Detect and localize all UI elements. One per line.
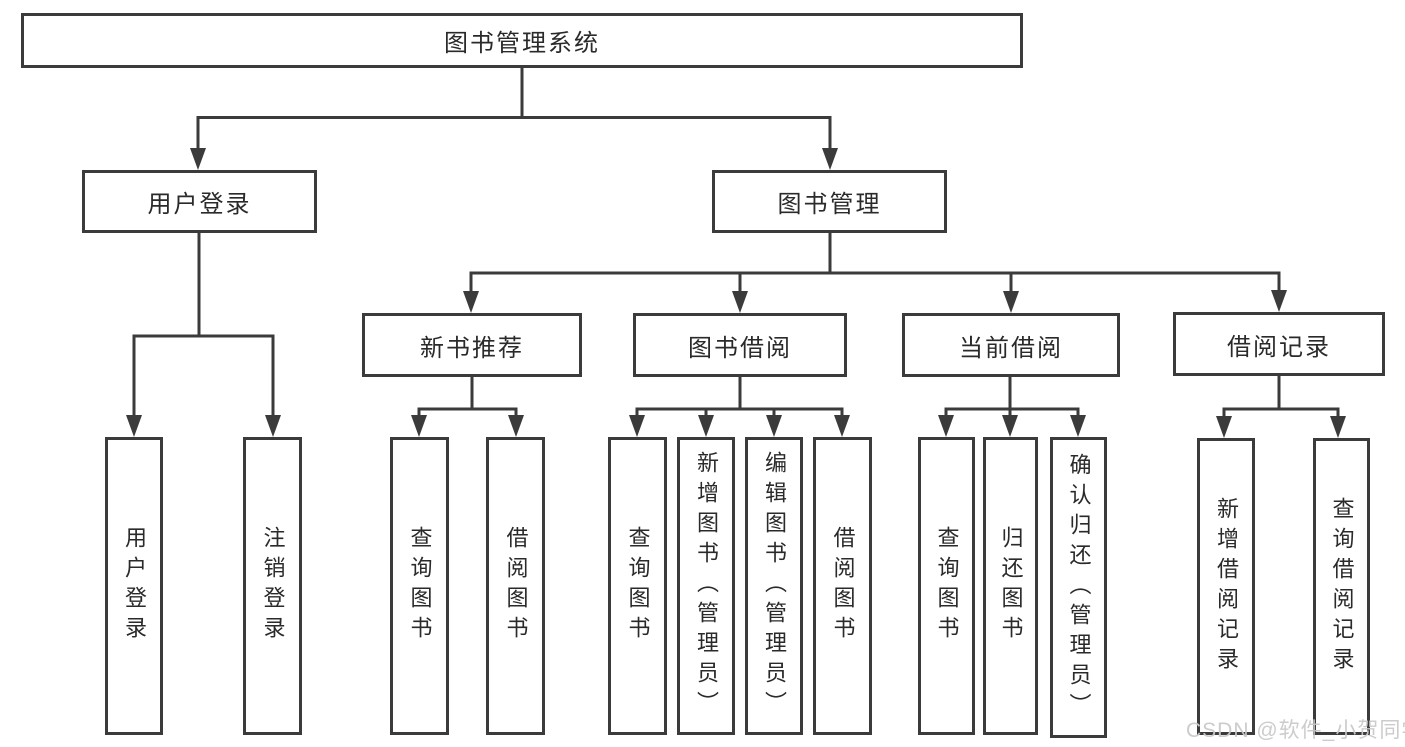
leaf-borrow-add-books-admin: 新增图书（管理员） [677, 437, 735, 735]
leaf-current-query-books-label: 查询图书 [934, 526, 960, 646]
node-book-management: 图书管理 [712, 170, 947, 233]
leaf-recommend-query-books: 查询图书 [390, 437, 449, 735]
leaf-recommend-query-books-label: 查询图书 [407, 526, 433, 646]
arrow-down-icon [1003, 291, 1019, 313]
csdn-watermark: CSDN @软件_小贺同学 [1186, 719, 1405, 742]
leaf-borrow-query-books: 查询图书 [608, 437, 667, 735]
leaf-user-login: 用户登录 [105, 437, 163, 735]
leaf-current-query-books: 查询图书 [918, 437, 975, 735]
leaf-records-add-record: 新增借阅记录 [1197, 438, 1255, 735]
arrow-down-icon [1002, 415, 1018, 437]
arrow-down-icon [1216, 416, 1232, 438]
arrow-down-icon [822, 148, 838, 170]
leaf-borrow-edit-books-admin-label: 编辑图书（管理员） [762, 451, 787, 721]
arrow-down-icon [834, 415, 850, 437]
arrow-down-icon [508, 415, 524, 437]
arrow-down-icon [126, 415, 142, 437]
node-borrow-records: 借阅记录 [1173, 312, 1385, 376]
leaf-borrow-query-books-label: 查询图书 [625, 526, 651, 646]
arrow-down-icon [629, 415, 645, 437]
leaf-recommend-borrow-books-label: 借阅图书 [503, 526, 529, 646]
arrow-down-icon [463, 291, 479, 313]
node-new-book-recommend: 新书推荐 [362, 313, 582, 377]
arrow-down-icon [732, 291, 748, 313]
node-borrow-records-label: 借阅记录 [1227, 333, 1331, 361]
arrow-down-icon [1330, 416, 1346, 438]
leaf-borrow-edit-books-admin: 编辑图书（管理员） [745, 437, 803, 735]
leaf-records-query-record: 查询借阅记录 [1313, 438, 1370, 735]
leaf-logout: 注销登录 [243, 437, 302, 735]
leaf-borrow-borrow-books-label: 借阅图书 [830, 526, 856, 646]
leaf-recommend-borrow-books: 借阅图书 [486, 437, 545, 735]
leaf-current-return-books-label: 归还图书 [998, 526, 1024, 646]
arrow-down-icon [1271, 290, 1287, 312]
node-current-borrow-label: 当前借阅 [959, 334, 1063, 362]
node-new-book-recommend-label: 新书推荐 [420, 334, 524, 362]
leaf-records-add-record-label: 新增借阅记录 [1214, 496, 1239, 677]
node-current-borrow: 当前借阅 [902, 313, 1120, 377]
node-book-management-label: 图书管理 [777, 191, 882, 218]
node-user-login: 用户登录 [82, 170, 317, 233]
arrow-down-icon [698, 415, 714, 437]
arrow-down-icon [1070, 415, 1086, 437]
arrow-down-icon [766, 415, 782, 437]
leaf-current-confirm-return-admin: 确认归还（管理员） [1050, 437, 1107, 738]
leaf-current-return-books: 归还图书 [983, 437, 1038, 735]
leaf-logout-label: 注销登录 [260, 526, 286, 646]
leaf-borrow-borrow-books: 借阅图书 [813, 437, 872, 735]
arrow-down-icon [938, 415, 954, 437]
leaf-current-confirm-return-admin-label: 确认归还（管理员） [1066, 452, 1092, 723]
node-book-borrow-label: 图书借阅 [688, 334, 792, 362]
node-root-label: 图书管理系统 [444, 30, 600, 57]
node-root: 图书管理系统 [21, 13, 1023, 68]
node-book-borrow: 图书借阅 [633, 313, 847, 377]
leaf-records-query-record-label: 查询借阅记录 [1329, 496, 1355, 677]
arrow-down-icon [411, 415, 427, 437]
leaf-user-login-label: 用户登录 [122, 526, 147, 646]
node-user-login-label: 用户登录 [147, 191, 252, 218]
arrow-down-icon [265, 415, 281, 437]
arrow-down-icon [190, 148, 206, 170]
leaf-borrow-add-books-admin-label: 新增图书（管理员） [694, 451, 719, 721]
